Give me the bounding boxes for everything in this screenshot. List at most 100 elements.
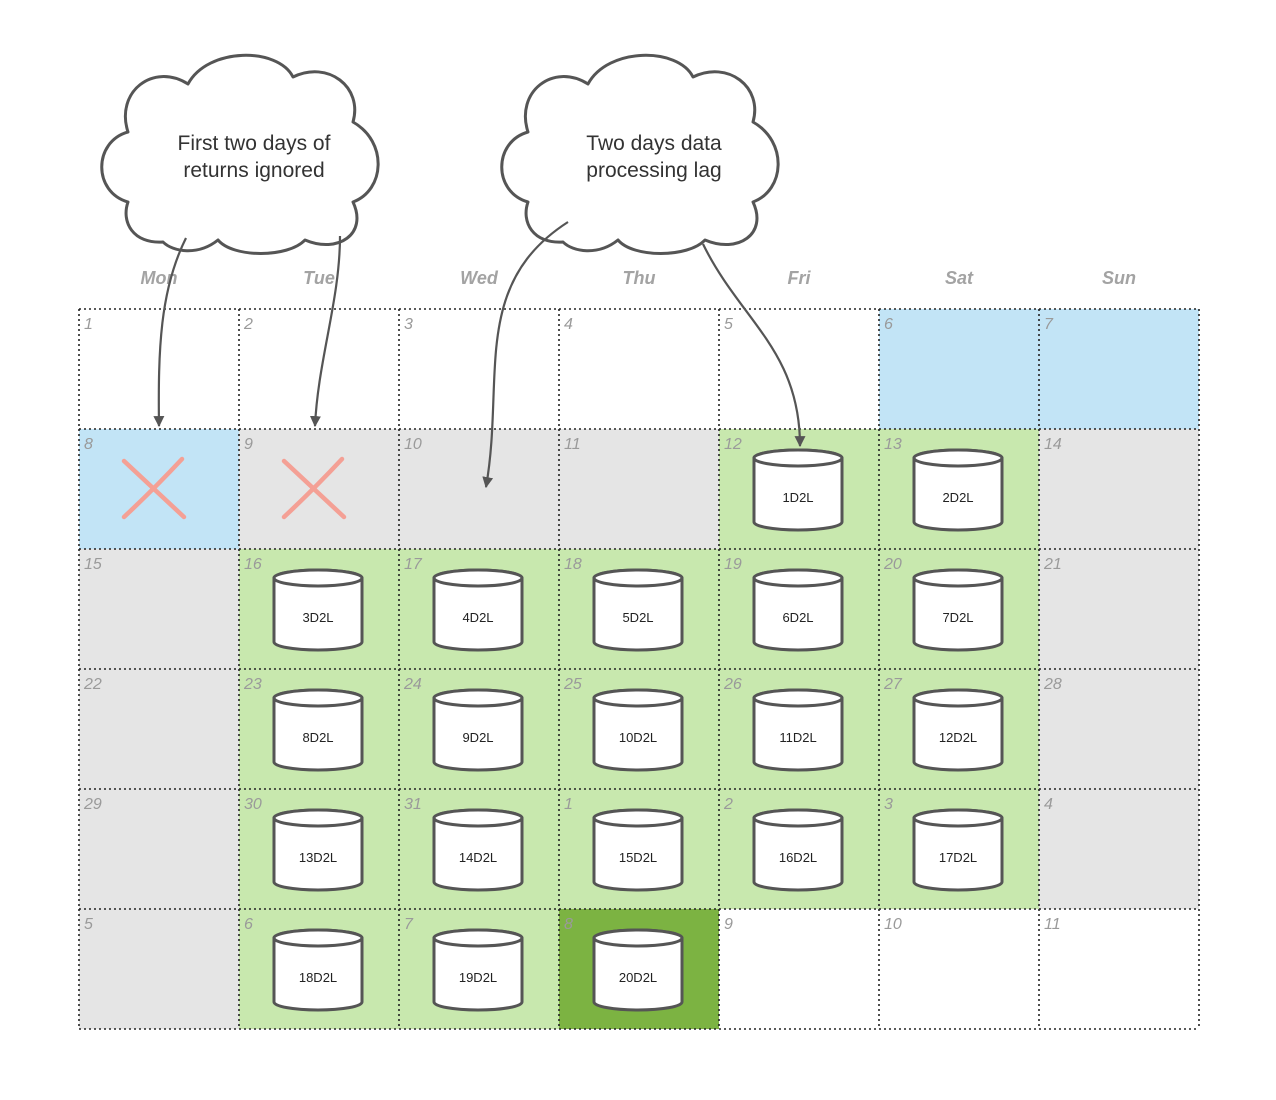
day-number: 5 xyxy=(84,916,93,933)
database-label: 8D2L xyxy=(302,730,333,745)
day-cell-background xyxy=(1039,669,1199,789)
day-cell-background xyxy=(79,549,239,669)
day-number: 12 xyxy=(724,436,742,453)
database-label: 6D2L xyxy=(782,610,813,625)
database-icon: 1D2L xyxy=(752,448,844,532)
day-cell: 8 20D2L xyxy=(559,909,719,1029)
database-label: 11D2L xyxy=(779,730,816,745)
day-number: 4 xyxy=(1044,796,1053,813)
day-cell: 8 xyxy=(79,429,239,549)
weekday-label-sun: Sun xyxy=(1102,268,1136,288)
day-number: 1 xyxy=(84,316,93,333)
day-number: 21 xyxy=(1043,556,1062,573)
day-number: 5 xyxy=(724,316,733,333)
day-cell-background xyxy=(719,909,879,1029)
day-number: 23 xyxy=(243,676,262,693)
database-icon: 18D2L xyxy=(272,928,364,1012)
day-number: 8 xyxy=(564,916,573,933)
annotation-arrows xyxy=(153,221,806,489)
database-label: 16D2L xyxy=(779,850,817,865)
database-label: 7D2L xyxy=(942,610,973,625)
database-icon: 19D2L xyxy=(432,928,524,1012)
day-number: 7 xyxy=(1044,316,1054,333)
database-icon: 20D2L xyxy=(592,928,684,1012)
day-cell: 1 15D2L xyxy=(559,789,719,909)
database-icon: 5D2L xyxy=(592,568,684,652)
day-cell: 13 2D2L xyxy=(879,429,1039,549)
day-number: 2 xyxy=(243,316,253,333)
day-number: 2 xyxy=(723,796,733,813)
day-cell-background xyxy=(79,429,239,549)
annotation-arrow xyxy=(482,221,569,489)
day-number: 15 xyxy=(84,556,102,573)
database-icon: 16D2L xyxy=(752,808,844,892)
cloud-text-line: First two days of xyxy=(178,132,331,155)
database-label: 12D2L xyxy=(939,730,977,745)
database-icon: 2D2L xyxy=(912,448,1004,532)
day-cell: 3 xyxy=(399,309,559,429)
day-number: 22 xyxy=(83,676,102,693)
database-label: 10D2L xyxy=(619,730,657,745)
database-label: 4D2L xyxy=(462,610,493,625)
day-cell-background xyxy=(1039,549,1199,669)
day-cell: 9 xyxy=(239,429,399,549)
day-number: 14 xyxy=(1044,436,1062,453)
database-label: 18D2L xyxy=(299,970,337,985)
day-cell: 4 xyxy=(1039,789,1199,909)
day-cell-background xyxy=(79,669,239,789)
day-number: 17 xyxy=(404,556,423,573)
database-icon: 8D2L xyxy=(272,688,364,772)
database-icon: 6D2L xyxy=(752,568,844,652)
cloud-text-line: processing lag xyxy=(586,159,721,182)
day-cell: 10 xyxy=(399,429,559,549)
day-number: 6 xyxy=(884,316,893,333)
database-icon: 4D2L xyxy=(432,568,524,652)
day-cell: 23 8D2L xyxy=(239,669,399,789)
day-cell-background xyxy=(559,309,719,429)
day-cell-background xyxy=(1039,429,1199,549)
database-label: 17D2L xyxy=(939,850,977,865)
day-number: 1 xyxy=(564,796,573,813)
day-number: 13 xyxy=(884,436,902,453)
day-cell: 18 5D2L xyxy=(559,549,719,669)
weekday-label-mon: Mon xyxy=(141,268,178,288)
database-label: 1D2L xyxy=(782,490,813,505)
day-cell: 22 xyxy=(79,669,239,789)
annotation-clouds: First two days of returns ignored Two days… xyxy=(100,53,780,255)
cloud-text-line: returns ignored xyxy=(183,159,324,182)
database-icon: 3D2L xyxy=(272,568,364,652)
weekday-label-sat: Sat xyxy=(945,268,974,288)
database-icon: 7D2L xyxy=(912,568,1004,652)
day-cell: 28 xyxy=(1039,669,1199,789)
day-cell: 6 xyxy=(879,309,1039,429)
day-cell-background xyxy=(719,309,879,429)
day-cell: 10 xyxy=(879,909,1039,1029)
day-cell: 15 xyxy=(79,549,239,669)
day-number: 11 xyxy=(564,436,581,453)
day-cell: 5 xyxy=(79,909,239,1029)
day-cell: 21 xyxy=(1039,549,1199,669)
day-cell: 9 xyxy=(719,909,879,1029)
day-number: 29 xyxy=(83,796,102,813)
weekday-label-wed: Wed xyxy=(460,268,499,288)
day-number: 18 xyxy=(564,556,582,573)
annotation-arrow xyxy=(153,237,187,428)
day-cell-background xyxy=(879,909,1039,1029)
database-label: 2D2L xyxy=(942,490,973,505)
database-icon: 13D2L xyxy=(272,808,364,892)
database-icon: 15D2L xyxy=(592,808,684,892)
database-icon: 12D2L xyxy=(912,688,1004,772)
day-cell-background xyxy=(79,789,239,909)
day-number: 10 xyxy=(404,436,422,453)
day-cell-background xyxy=(879,309,1039,429)
database-label: 14D2L xyxy=(459,850,497,865)
day-cell-background xyxy=(1039,789,1199,909)
